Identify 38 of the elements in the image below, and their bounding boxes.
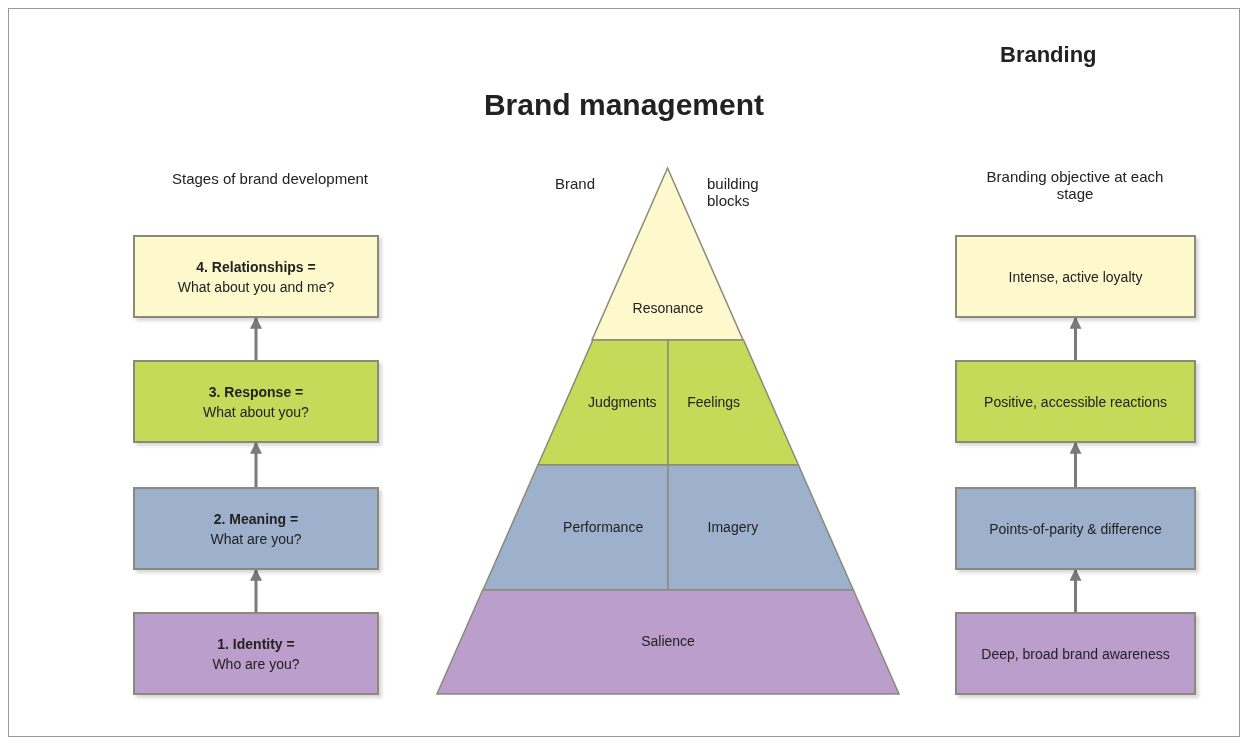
block-label: Performance [562,518,645,535]
arrow [250,441,262,487]
stage-box [133,487,379,570]
block-label: Salience [640,633,696,649]
stage-text: Who are you? [212,654,300,674]
block-label: Judgments [587,393,658,410]
stage-text: Positive, accessible reactions [984,392,1167,412]
column-heading: Stages of brand development [171,170,369,187]
section-heading: Branding [1000,42,1097,68]
arrow [1069,441,1082,487]
stage-text: Deep, broad brand awareness [981,644,1170,664]
stage-box [955,235,1196,318]
diagram-title: Brand management [482,88,766,122]
arrow [250,568,262,612]
stage-text: Points-of-parity & difference [989,519,1162,539]
block-label: Feelings [686,393,742,410]
stage-heading: 1. Identity = [217,634,295,654]
block-label: Imagery [706,518,760,535]
block-label: Resonance [631,300,705,317]
column-heading: Branding objective at each stage [985,168,1165,202]
arrow [1069,568,1082,612]
stage-text: What about you? [203,402,309,422]
stage-box [955,487,1196,570]
stage-text: What about you and me? [177,277,335,297]
stage-box [955,612,1196,695]
stage-box [133,612,379,695]
arrow [250,316,262,360]
stage-heading: 2. Meaning = [213,509,299,529]
stage-box [955,360,1196,443]
arrow [1069,316,1082,360]
pyramid-caption: building blocks [707,175,760,209]
pyramid-caption: Brand [555,175,596,192]
stage-heading: 4. Relationships = [196,257,316,277]
stage-box [133,235,379,318]
stage-box [133,360,379,443]
stage-text: Intense, active loyalty [1008,267,1143,287]
stage-text: What are you? [210,529,302,549]
stage-heading: 3. Response = [208,382,304,402]
